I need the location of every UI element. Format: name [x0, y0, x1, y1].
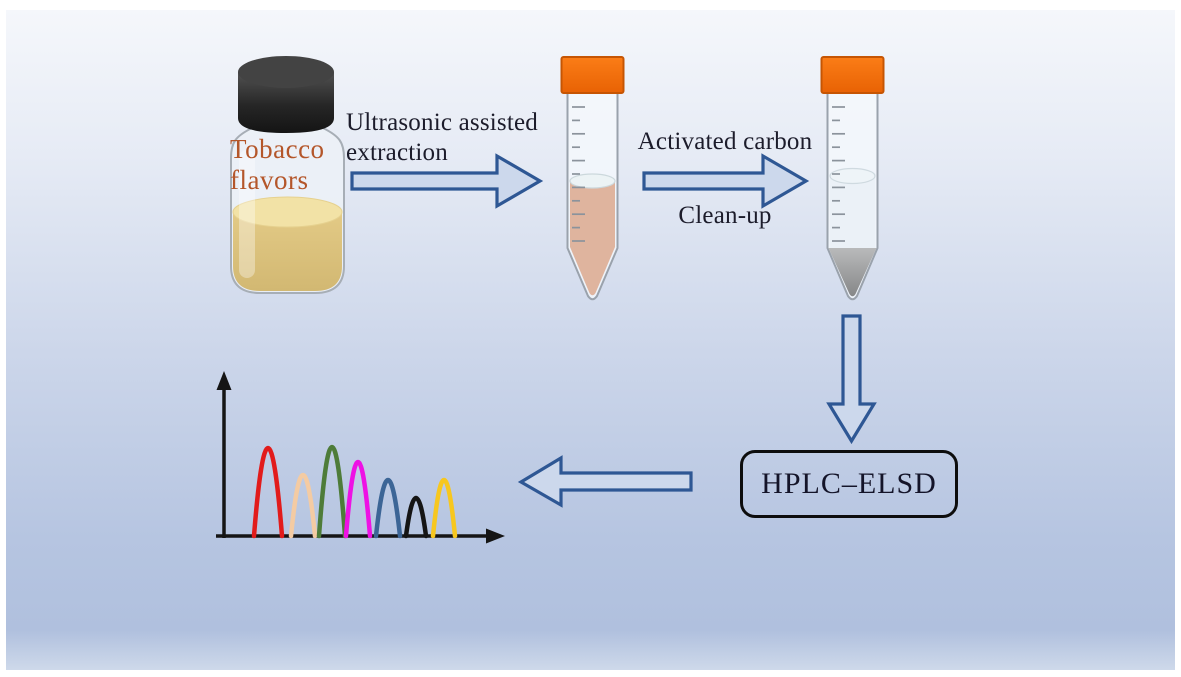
extraction-label-line1: Ultrasonic assisted [346, 109, 538, 136]
arrow-extraction [350, 153, 544, 209]
peak-2-peach [288, 472, 318, 539]
extraction-label-line2: extraction [346, 139, 448, 166]
y-axis-arrowhead [216, 371, 232, 390]
tube1-cap [560, 56, 625, 94]
vial-cap [238, 72, 334, 133]
arrow-cleanup [642, 153, 810, 209]
vial-liquid [233, 212, 342, 291]
peak-4-magenta [343, 460, 373, 539]
vial-label-line1: Tobacco [230, 134, 325, 164]
peak-1-red [251, 445, 285, 539]
peak-3-green [316, 444, 348, 539]
tube1-liquid-surface [569, 173, 616, 189]
arrow-to-hplc [826, 314, 877, 445]
vial-cap-top [238, 56, 334, 88]
arrow-to-chromatogram [517, 455, 693, 508]
tube2-liquid [830, 176, 875, 250]
x-axis-arrowhead [486, 528, 505, 544]
chromatogram-peaks [251, 444, 458, 539]
vial-label: Tobacco flavors [230, 134, 325, 196]
cleanup-step-label-above: Activated carbon [637, 128, 813, 155]
cleanup-step-label-below: Clean-up [678, 202, 772, 229]
tube2-carbon-sediment [828, 248, 877, 297]
tobacco-flavor-vial [230, 56, 345, 294]
tube1-liquid [570, 181, 615, 296]
hplc-elsd-label: HPLC–ELSD [761, 467, 937, 500]
vial-label-line2: flavors [230, 165, 309, 195]
centrifuge-tube-cleaned [820, 56, 885, 301]
tube2-cap [820, 56, 885, 94]
peak-5-blue [373, 478, 403, 539]
peak-7-yellow [430, 478, 458, 539]
chromatogram [216, 371, 505, 544]
peak-6-black [403, 496, 429, 539]
tube1-graduations [572, 106, 585, 242]
vial-glass-highlight [239, 150, 255, 278]
vial-liquid-surface [232, 196, 343, 228]
tube2-liquid-surface [829, 167, 876, 185]
extraction-step-label: Ultrasonic assisted extraction [346, 108, 538, 168]
centrifuge-tube-extract [560, 56, 625, 301]
hplc-elsd-box: HPLC–ELSD [740, 450, 958, 518]
tube2-graduations [832, 106, 845, 242]
